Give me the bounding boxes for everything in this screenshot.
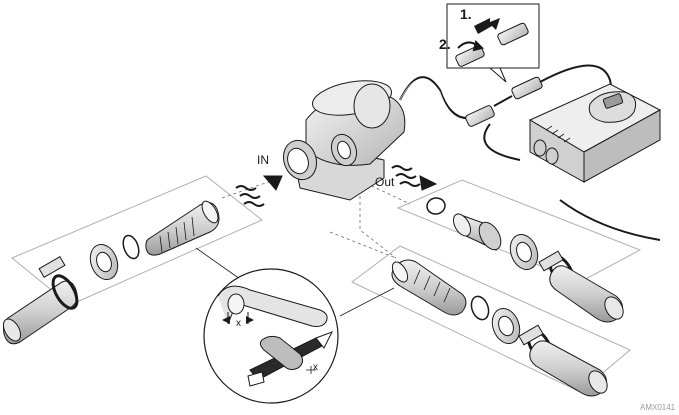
cable-connector-lower xyxy=(465,76,543,127)
inlet-hose xyxy=(2,280,78,345)
outlet-lower-hose xyxy=(529,340,608,397)
outlet-union-nut xyxy=(509,234,539,270)
inset-plug xyxy=(455,22,529,67)
inlet-kit-panel xyxy=(11,175,263,306)
inlet-label: IN xyxy=(257,153,269,167)
gap-x-label: x xyxy=(236,318,241,329)
outlet-hose xyxy=(549,265,624,323)
inlet-o-ring xyxy=(122,234,140,260)
inlet-union-nut xyxy=(89,244,119,280)
inlet-hose-tail xyxy=(145,200,220,256)
flow-out-arrow-icon xyxy=(391,165,438,191)
cut-tail-detail xyxy=(259,335,316,374)
step-one-label: 1. xyxy=(460,6,472,22)
cut-x-label: x xyxy=(313,362,318,373)
outlet-lower-union-nut xyxy=(491,308,521,344)
step-two-label: 2. xyxy=(439,36,451,52)
pump-cable xyxy=(399,76,471,121)
flow-in-arrow-icon xyxy=(235,175,283,207)
drawing-code: AMX0141 xyxy=(640,403,676,412)
outlet-lower-o-ring xyxy=(470,295,490,321)
pump-icon xyxy=(282,80,406,201)
outlet-hose-tail xyxy=(391,259,467,316)
outlet-label: Out xyxy=(375,175,395,189)
outlet-kit-panel-lower xyxy=(351,245,631,393)
outlet-o-ring xyxy=(426,197,446,215)
rotate-arrow-icon xyxy=(457,40,484,52)
outlet-corrugated-sleeve xyxy=(452,213,502,251)
push-arrow-icon xyxy=(474,18,500,34)
controller-icon xyxy=(528,83,662,183)
inlet-hose-clamp xyxy=(38,255,79,310)
